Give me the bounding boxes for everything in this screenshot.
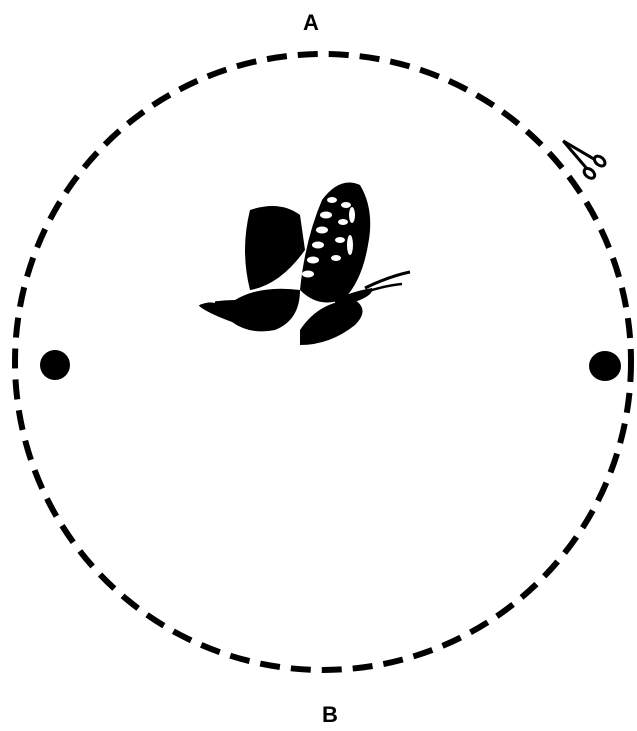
butterfly-icon	[198, 183, 410, 345]
dashed-cut-circle	[15, 54, 631, 670]
scissors-icon	[555, 132, 606, 181]
hole-dot-right	[589, 351, 621, 381]
hole-dot-left	[40, 350, 70, 380]
